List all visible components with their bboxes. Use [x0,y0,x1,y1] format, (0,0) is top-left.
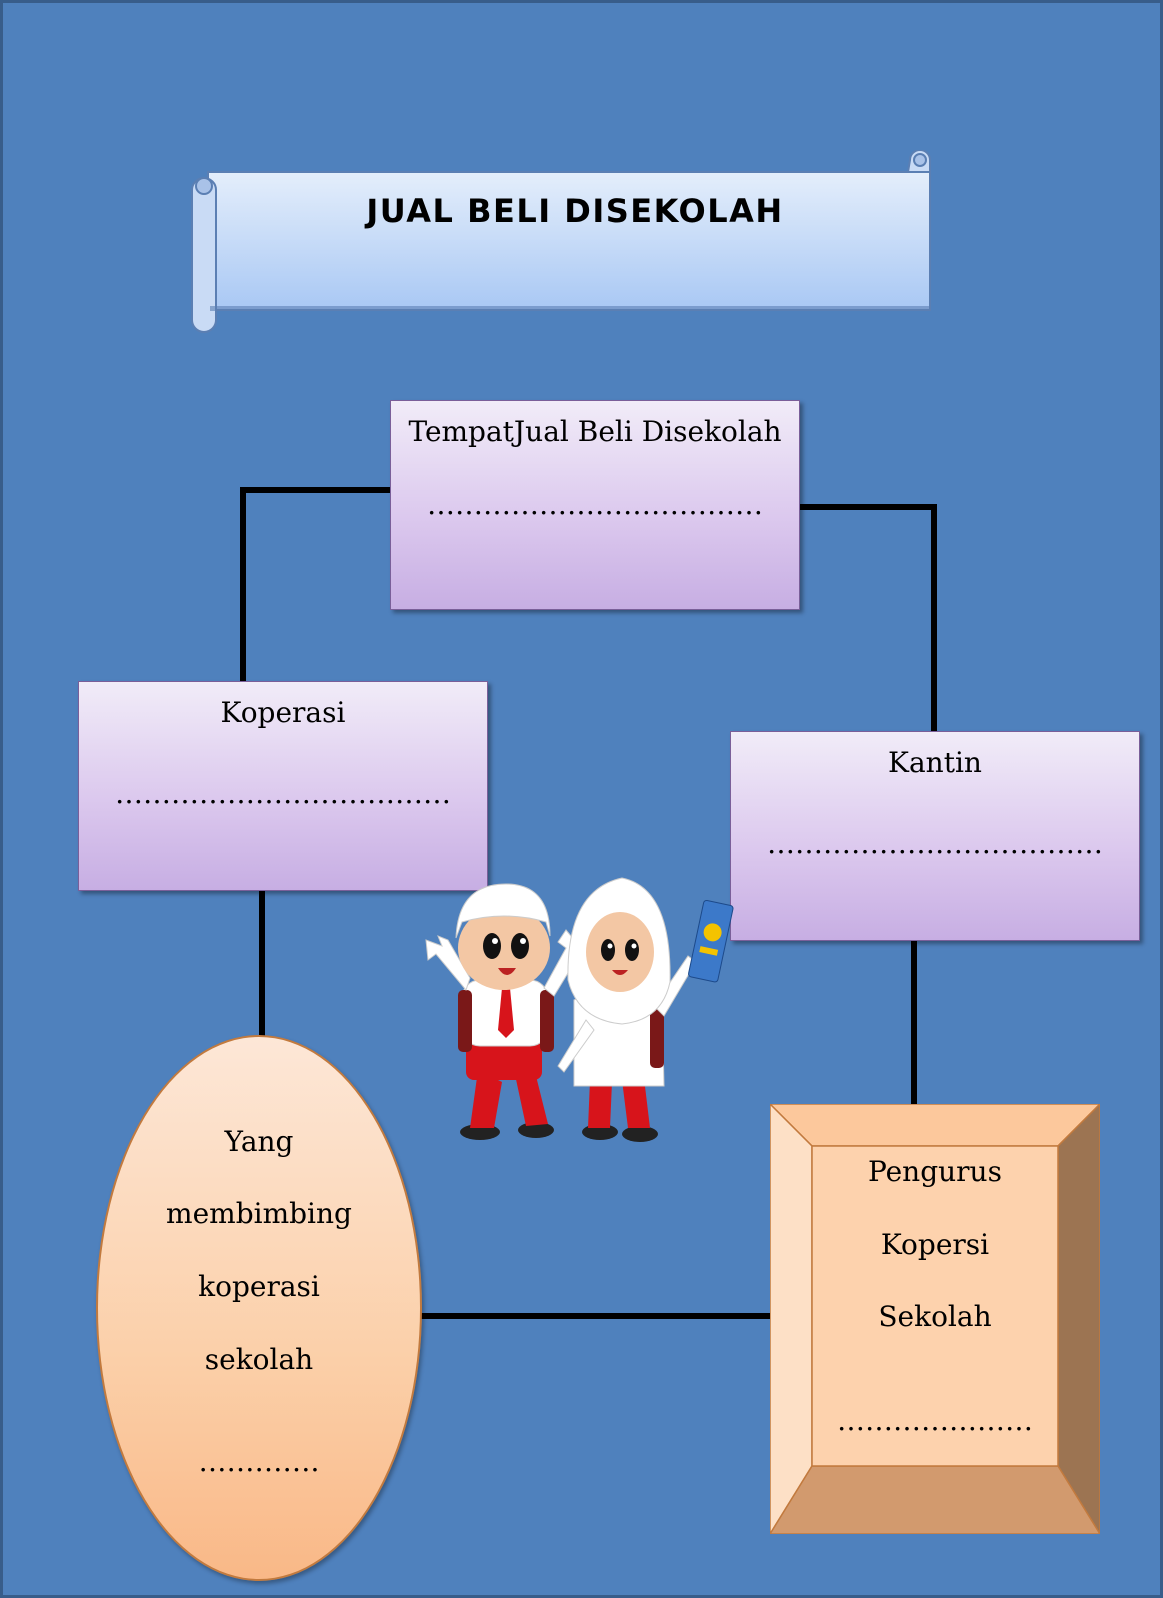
connector-top-right-h [797,504,937,510]
bevel-line-2: Kopersi [880,1228,990,1261]
node-oval: Yang membimbing koperasi sekolah …………. [96,1035,422,1581]
node-bevel-box [770,1104,1100,1534]
node-top-box: TempatJual Beli Disekolah ……………………………… [390,400,800,610]
two-students-cartoon [425,877,734,1142]
title-scroll-banner [191,150,931,333]
oval-line-5: …………. [198,1445,320,1478]
boy-figure [425,883,583,1140]
oval-line-1: Yang [224,1125,294,1158]
connector-bottom [418,1313,772,1319]
oval-line-4: sekolah [204,1343,314,1376]
node-left-box: Koperasi ……………………………… [78,681,488,891]
connector-left-down [259,890,265,1040]
node-left-label: Koperasi [220,696,346,729]
node-left-blank: ……………………………… [115,777,451,810]
bevel-line-1: Pengurus [868,1155,1002,1188]
oval-line-2: membimbing [166,1197,352,1230]
connector-right-down [911,940,917,1106]
girl-figure [557,877,734,1142]
node-right-box: Kantin ……………………………… [730,731,1140,941]
page-title: JUAL BELI DISEKOLAH [366,192,784,230]
node-top-blank: ……………………………… [427,488,763,521]
connector-top-left-v [240,487,246,683]
connector-top-right-v [931,504,937,732]
bevel-line-4: ………………… [837,1404,1033,1437]
bevel-line-3: Sekolah [878,1300,992,1333]
node-top-label: TempatJual Beli Disekolah [408,415,782,448]
oval-line-3: koperasi [198,1270,320,1303]
node-right-label: Kantin [888,746,982,779]
connector-top-left-h [242,487,394,493]
node-right-blank: ……………………………… [767,827,1103,860]
